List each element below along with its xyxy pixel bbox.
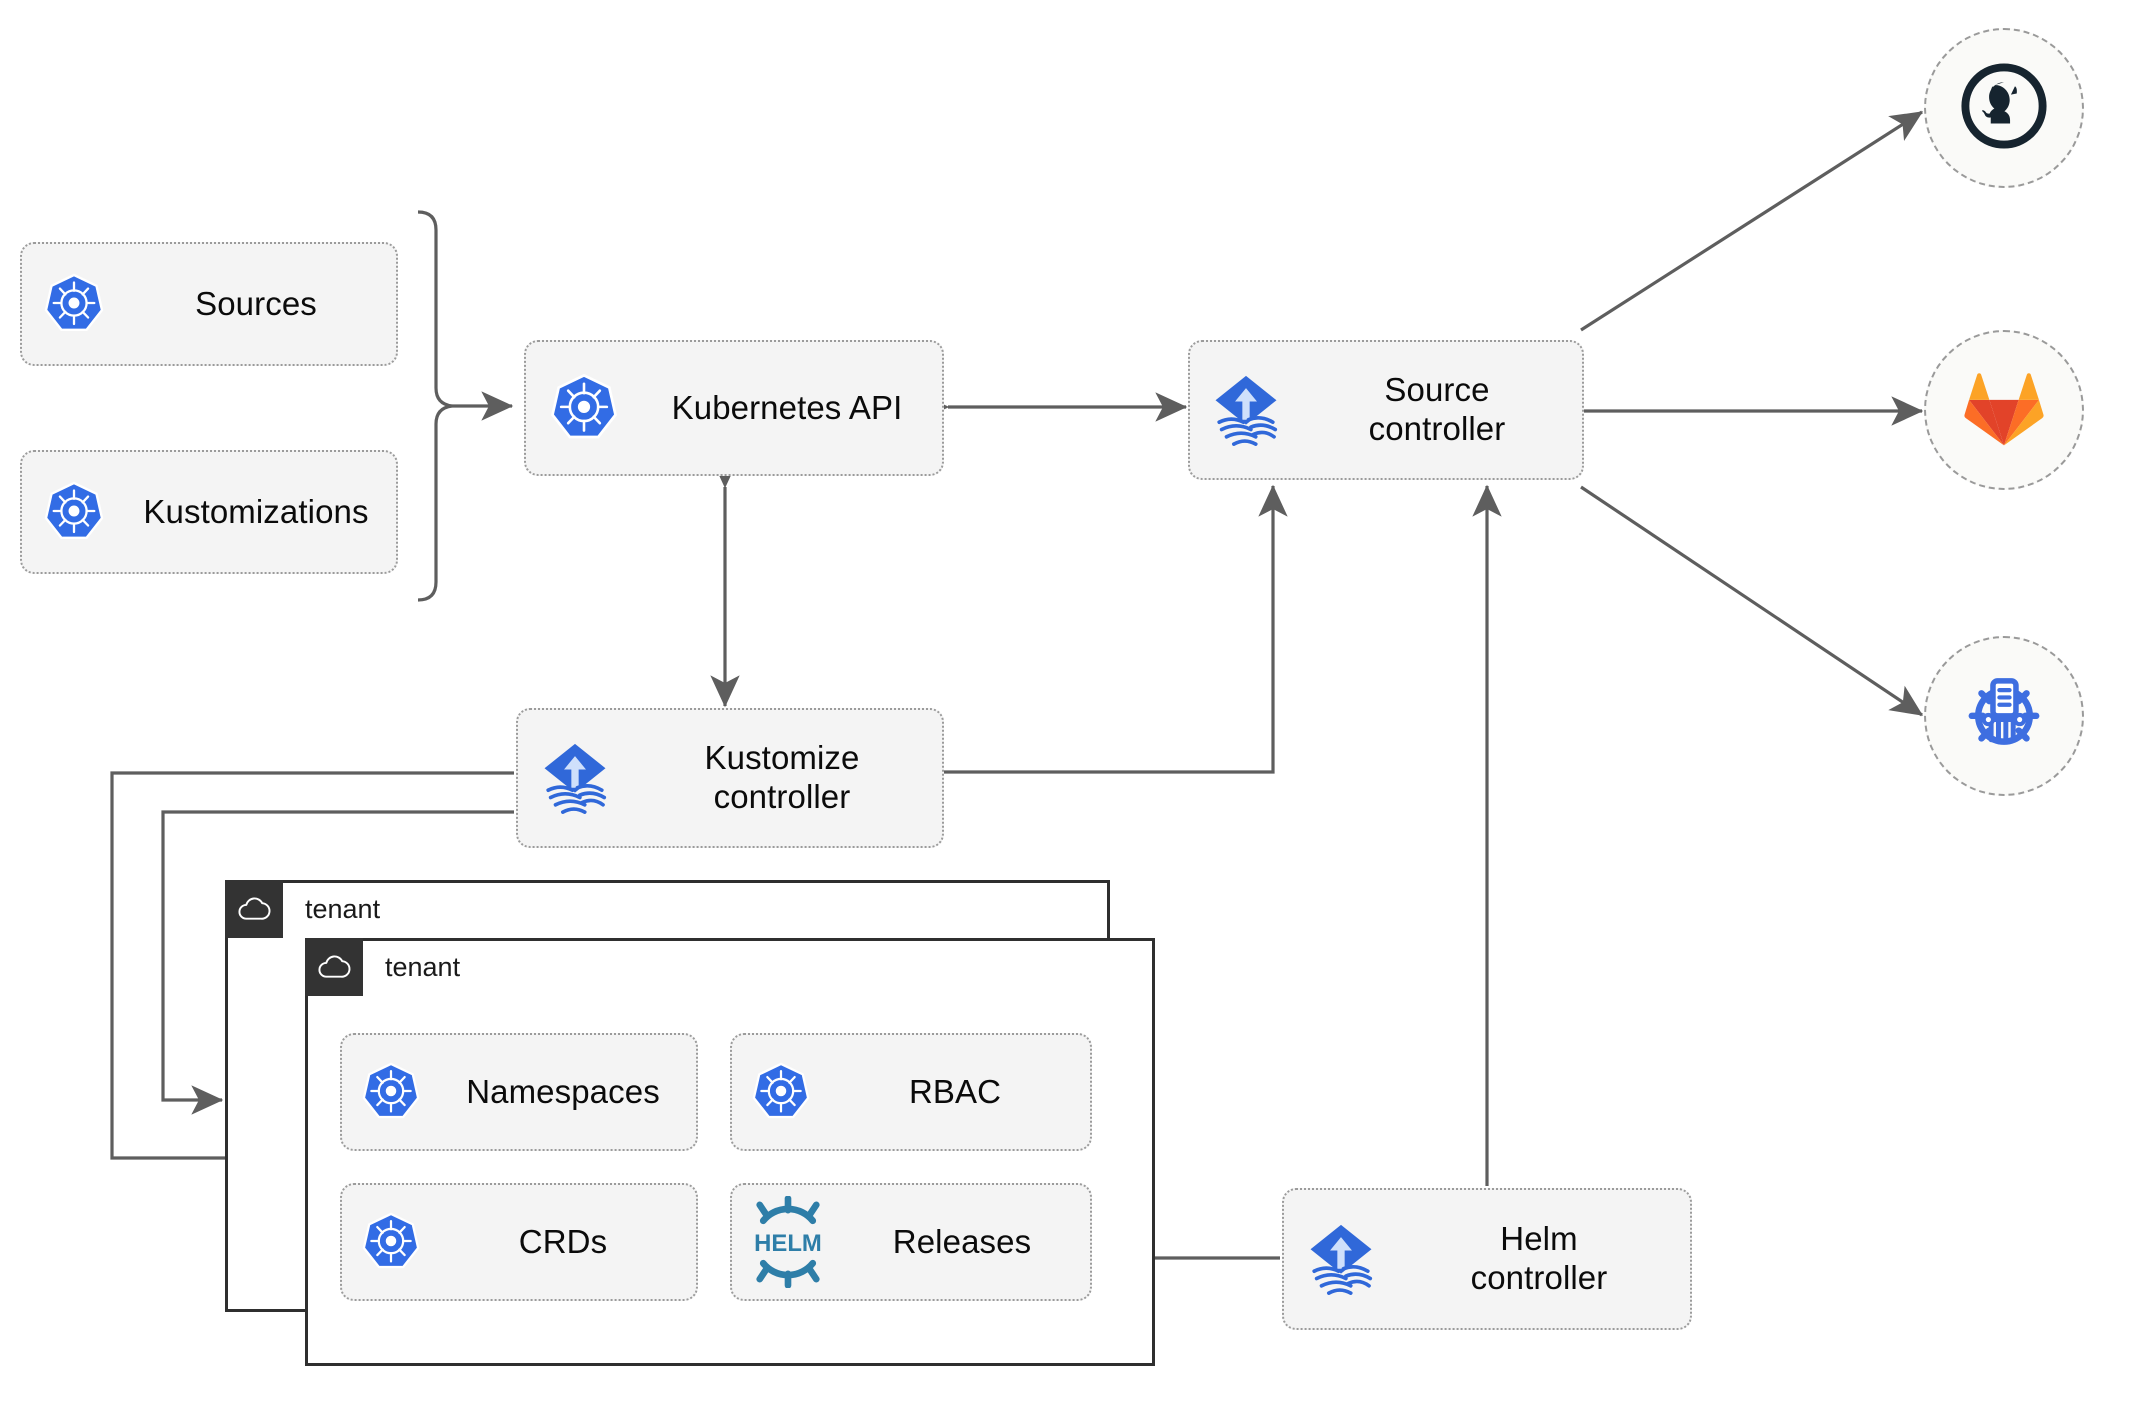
tenant-tab: tenant [225,880,380,938]
node-label: Kubernetes API [671,388,903,426]
node-rbac[interactable]: RBAC [730,1033,1092,1151]
node-label: Sources [195,284,317,322]
wire-source-to-helm-repository [1580,485,1924,717]
wire-kustomize-to-source-controller [940,484,1288,774]
github-icon [1961,62,2047,154]
provider-github[interactable] [1924,28,2084,188]
node-kustomizations[interactable]: Kustomizations [20,450,398,574]
tenant-card-front[interactable]: tenant [305,938,1155,1366]
kubernetes-icon [526,372,642,444]
node-label: Releases [892,1222,1032,1260]
node-label: Kustomize controller [704,739,860,815]
node-crds[interactable]: CRDs [340,1183,698,1301]
kubernetes-icon [22,480,126,544]
helm-repository-icon [1958,668,2050,765]
node-label: Helm controller [1470,1220,1608,1296]
node-kustomize-controller[interactable]: Kustomize controller [516,708,944,848]
node-namespaces[interactable]: Namespaces [340,1033,698,1151]
helm-wordmark: HELM [754,1230,822,1257]
node-releases[interactable]: HELM Releases [730,1183,1092,1301]
node-sources[interactable]: Sources [20,242,398,366]
cloud-icon [225,880,283,938]
flux-icon [518,739,632,817]
tenant-label: tenant [385,951,461,982]
provider-helm-repository[interactable] [1924,636,2084,796]
cloud-icon [305,938,363,996]
provider-gitlab[interactable] [1924,330,2084,490]
node-kubernetes-api[interactable]: Kubernetes API [524,340,944,476]
node-label: Namespaces [466,1072,660,1110]
kubernetes-icon [342,1061,440,1123]
kubernetes-icon [22,272,126,336]
brace-inputs [417,210,453,602]
gitlab-icon [1963,369,2045,452]
helm-icon: HELM [732,1196,844,1288]
kubernetes-icon [342,1211,440,1273]
node-label: CRDs [518,1222,608,1260]
tenant-label: tenant [305,893,381,924]
flux-icon [1284,1220,1398,1298]
tenant-tab: tenant [305,938,460,996]
node-label: RBAC [908,1072,1002,1110]
node-source-controller[interactable]: Source controller [1188,340,1584,480]
node-label: Source controller [1368,371,1506,447]
node-label: Kustomizations [143,492,369,530]
node-helm-controller[interactable]: Helm controller [1282,1188,1692,1330]
wire-source-to-github [1580,110,1924,332]
kubernetes-icon [732,1061,830,1123]
flux-icon [1190,371,1302,449]
